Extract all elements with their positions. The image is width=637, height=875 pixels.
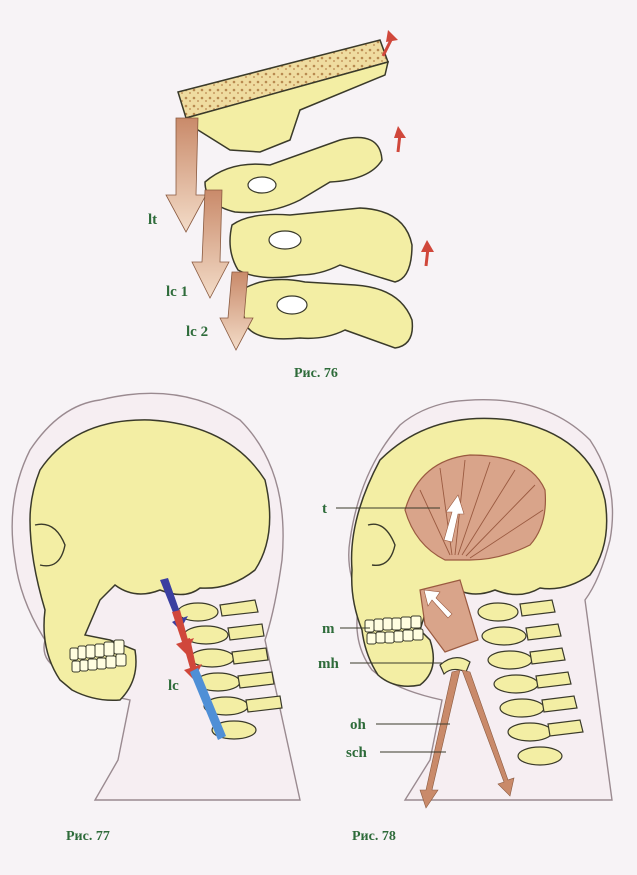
- longus-colli-lower-arrow: [219, 271, 254, 351]
- lc-blue-arrow: [190, 668, 226, 740]
- extension-arrow-3: [421, 240, 434, 267]
- caption-fig-77: Рис. 77: [66, 829, 110, 844]
- atlas-vertebra: [204, 136, 383, 214]
- occipital-bone-lower: [184, 60, 390, 153]
- temporalis-muscle: [404, 454, 547, 561]
- label-lc2: lc 2: [186, 324, 208, 340]
- longus-capitis-arrow: [165, 117, 207, 233]
- omohyoid-arrow: [419, 669, 461, 809]
- skull-77: [29, 419, 271, 702]
- label-t: t: [322, 501, 327, 517]
- caption-fig-78: Рис. 78: [352, 829, 396, 844]
- teeth-77: [69, 639, 127, 673]
- figure-78: t m mh oh sch Рис. 78: [318, 399, 614, 844]
- extension-arrow-1: [381, 30, 398, 57]
- label-lc-77: lc: [168, 678, 179, 694]
- cervical-spine-78: [477, 599, 584, 766]
- label-sch: sch: [346, 745, 367, 761]
- sternohyoid-arrow: [461, 669, 515, 797]
- teeth-78: [364, 615, 424, 645]
- leader-lines-78: [336, 507, 450, 753]
- label-lc1: lc 1: [166, 284, 188, 300]
- c3-vertebra: [241, 278, 414, 349]
- caption-fig-76: Рис. 76: [294, 366, 338, 381]
- label-oh: oh: [350, 717, 367, 733]
- label-mh: mh: [318, 656, 339, 672]
- figure-77: lc Рис. 77: [11, 392, 301, 844]
- label-m: m: [322, 621, 335, 637]
- masseter-muscle: [419, 579, 479, 653]
- figure-76: lt lc 1 lc 2 Рис. 76: [148, 30, 434, 381]
- extension-arrow-2: [394, 126, 406, 153]
- label-lt: lt: [148, 212, 157, 228]
- longus-colli-upper-arrow: [191, 189, 230, 299]
- axis-vertebra: [229, 207, 413, 283]
